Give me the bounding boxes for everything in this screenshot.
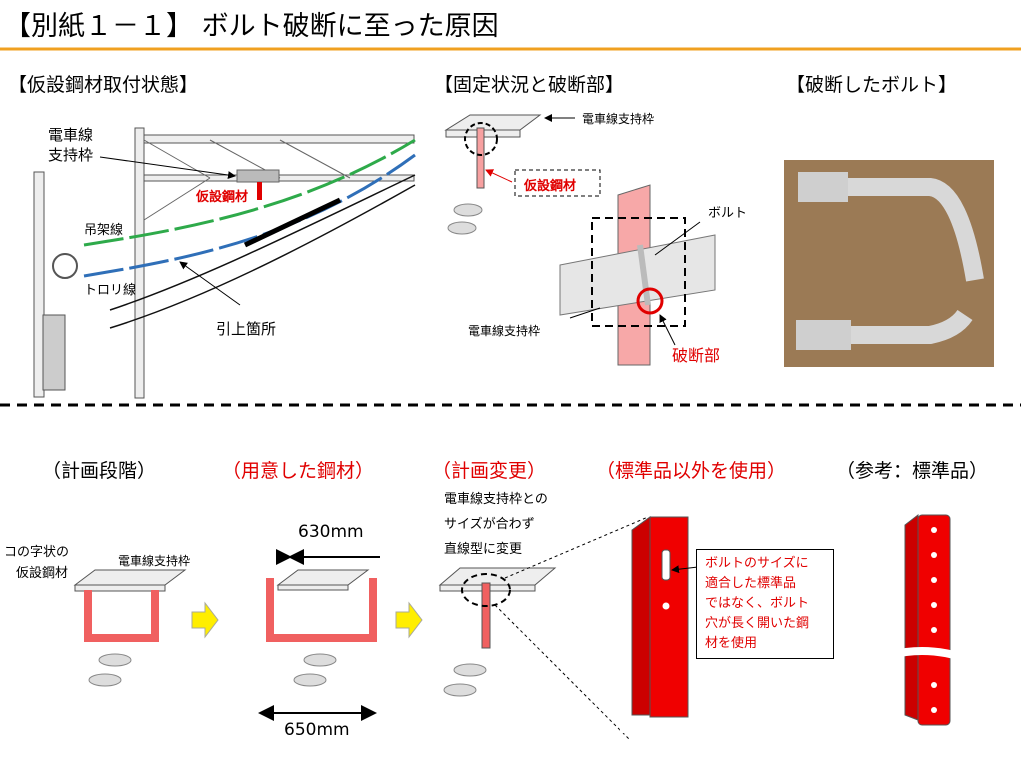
label-u-steel-1: コの字状の [4,545,70,560]
dim-630: 630mm [298,522,364,542]
fixing-detail-illustration [444,114,716,366]
label-temp-steel-2: 仮設鋼材 [524,179,577,194]
label-temp-steel: 仮設鋼材 [196,190,249,205]
next-arrow-icon [191,601,219,639]
dim-650: 650mm [284,720,350,740]
label-frame-2: 支持枠 [48,146,94,164]
heading-reference: （参考：標準品） [836,460,989,482]
broken-bolt-photo [784,160,994,367]
label-pullup-point: 引上箇所 [216,320,277,338]
note-line-1: 電車線支持枠との [444,492,548,507]
callout-line: 適合した標準品 [705,576,797,591]
next-arrow-icon [395,601,423,639]
section-heading-broken-bolt: 【破断したボルト】 [786,74,958,96]
label-frame: 電車線 [48,126,94,144]
heading-nonstandard: （標準品以外を使用） [596,460,787,482]
label-messenger-wire: 吊架線 [84,223,124,238]
heading-change: （計画変更） [432,460,547,482]
changed-plan-illustration [438,516,649,741]
callout-line: 材を使用 [705,636,758,651]
callout-line: 穴が長く開いた鋼 [705,616,810,631]
callout-nonstandard: ボルトのサイズに 適合した標準品 ではなく、ボルト 穴が長く開いた鋼 材を使用 [696,549,834,659]
overhead-line-illustration [33,127,416,399]
label-frame-plan: 電車線支持枠 [118,554,191,568]
label-break-point: 破断部 [672,346,721,365]
nonstandard-steel-illustration [618,516,702,739]
label-u-steel-2: 仮設鋼材 [16,566,69,581]
label-frame-top: 電車線支持枠 [582,112,655,126]
section-heading-fixing: 【固定状況と破断部】 [434,74,625,96]
heading-plan: （計画段階） [42,460,157,482]
callout-line: ではなく、ボルト [705,596,810,611]
note-line-3: 直線型に変更 [444,542,523,557]
plan-illustration [73,569,219,687]
page-title: 【別紙１－１】 ボルト破断に至った原因 [4,11,499,42]
heading-prepared: （用意した鋼材） [222,460,375,482]
label-bolt: ボルト [708,206,748,221]
callout-line: ボルトのサイズに [705,556,809,571]
label-trolley-wire: トロリ線 [84,283,137,298]
section-heading-installation: 【仮設鋼材取付状態】 [8,74,199,96]
label-frame-bottom: 電車線支持枠 [468,324,541,338]
note-line-2: サイズが合わず [444,517,535,532]
standard-steel-illustration [889,513,972,726]
prepared-steel-illustration [258,557,423,721]
